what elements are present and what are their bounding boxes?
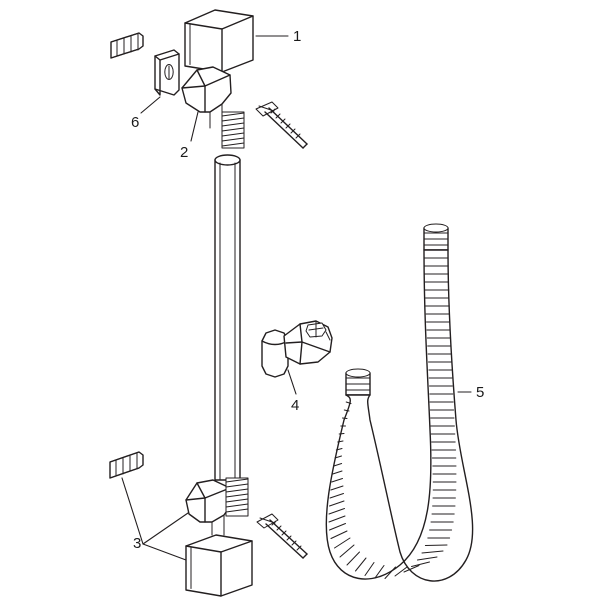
callout-line-4 <box>287 369 297 395</box>
callout-line-3 <box>142 512 189 561</box>
screw-lower <box>256 513 308 559</box>
callout-label-2: 2 <box>180 144 189 161</box>
part-3-lower-bracket <box>185 477 249 536</box>
callout-label-5: 5 <box>476 384 485 401</box>
part-2-upper-bracket <box>181 66 245 149</box>
callout-line-6 <box>140 96 161 114</box>
wall-plug-top <box>110 32 144 59</box>
shower-bar <box>214 154 241 481</box>
bottom-cover-cap <box>185 534 253 597</box>
part-4-shower-holder <box>261 320 333 378</box>
callout-label-1: 1 <box>293 28 302 45</box>
part-6-wall-plate <box>154 49 180 96</box>
callout-label-6: 6 <box>131 114 140 131</box>
callout-label-4: 4 <box>291 397 300 414</box>
callout-line-dowel-bottom <box>121 477 144 545</box>
callout-line-2 <box>190 111 199 142</box>
part-1-cover-cap <box>184 9 254 73</box>
screw-upper <box>255 101 308 149</box>
wall-plug-bottom <box>109 451 144 479</box>
callout-label-3: 3 <box>133 535 142 552</box>
part-5-shower-hose <box>325 223 474 582</box>
